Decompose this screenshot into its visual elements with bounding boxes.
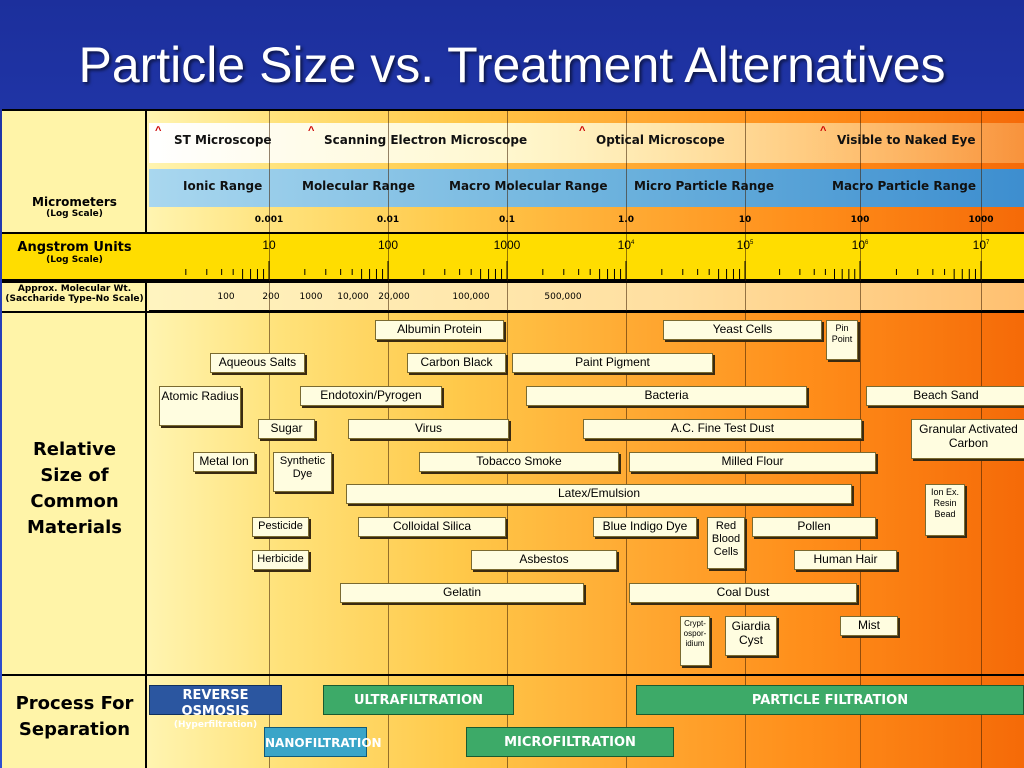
material-pesticide: Pesticide	[252, 517, 309, 537]
mw-tick: 200	[262, 292, 280, 302]
microscope-band	[149, 123, 1024, 163]
angstrom-minor-ticks	[185, 261, 982, 279]
micrometer-tick: 0.01	[376, 215, 400, 225]
material-mist: Mist	[840, 616, 898, 636]
macro-particle-range-label: Macro Particle Range	[832, 179, 976, 193]
mw-tick: 100	[217, 292, 235, 302]
material-human-hair: Human Hair	[794, 550, 897, 570]
material-granular-activated-carbon: Granular Activated Carbon	[911, 419, 1024, 459]
angstrom-tick: 105	[736, 238, 754, 252]
micrometer-tick: 0.001	[254, 215, 284, 225]
macro-molecular-range-label: Macro Molecular Range	[449, 179, 608, 193]
st-microscope-label: ST Microscope	[174, 133, 272, 147]
divider-angstrom	[2, 232, 1024, 234]
page-title: Particle Size vs. Treatment Alternatives	[78, 37, 946, 93]
angstrom-tick: 100	[377, 238, 399, 252]
sem-label: Scanning Electron Microscope	[324, 133, 528, 147]
material-coal-dust: Coal Dust	[629, 583, 857, 603]
micrometer-tick: 1.0	[618, 215, 634, 225]
micrometer-tick: 100	[850, 215, 870, 225]
process-microfiltration: MICROFILTRATION	[466, 727, 674, 757]
angstrom-tick: 104	[617, 238, 635, 252]
molecular-range-label: Molecular Range	[302, 179, 416, 193]
caret-icon-naked: ^	[820, 125, 827, 137]
mw-tick: 1000	[299, 292, 323, 302]
material-pollen: Pollen	[752, 517, 876, 537]
optical-microscope-label: Optical Microscope	[596, 133, 725, 147]
angstrom-tick: 10	[262, 238, 276, 252]
mw-tick: 100,000	[452, 292, 490, 302]
material-bacteria: Bacteria	[526, 386, 807, 406]
caret-icon-sem: ^	[308, 125, 315, 137]
material-latex-emulsion: Latex/Emulsion	[346, 484, 852, 504]
material-carbon-black: Carbon Black	[407, 353, 506, 373]
material-ac-fine-test-dust: A.C. Fine Test Dust	[583, 419, 862, 439]
micrometer-tick: 0.1	[499, 215, 515, 225]
row-label-column	[2, 111, 147, 768]
process-label: Process For Separation	[15, 693, 134, 740]
process-nanofiltration: NANOFILTRATION	[264, 727, 382, 757]
material-blue-indigo-dye: Blue Indigo Dye	[593, 517, 697, 537]
material-beach-sand: Beach Sand	[866, 386, 1024, 406]
caret-icon-optical: ^	[579, 125, 586, 137]
relative-size-label: Relative Size of Common Materials	[27, 439, 122, 538]
micrometer-tick: 10	[738, 215, 752, 225]
material-milled-flour: Milled Flour	[629, 452, 876, 472]
molecular-weight-label: Approx. Molecular Wt. (Saccharide Type-N…	[5, 284, 144, 304]
size-range-band	[149, 169, 1024, 207]
grid-line-10	[745, 111, 746, 768]
angstrom-label: Angstrom Units (Log Scale)	[17, 240, 132, 265]
mw-tick: 10,000	[337, 292, 369, 302]
micrometers-label: Micrometers (Log Scale)	[32, 195, 117, 219]
grid-line-0-001	[269, 111, 270, 768]
grid-line-1	[626, 111, 627, 768]
caret-icon-st: ^	[155, 125, 162, 137]
material-albumin-protein: Albumin Protein	[375, 320, 504, 340]
mw-tick: 500,000	[544, 292, 582, 302]
size-gradient-area	[149, 111, 1024, 768]
material-pin-point: Pin Point	[826, 320, 858, 360]
material-sugar: Sugar	[258, 419, 315, 439]
material-gelatin: Gelatin	[340, 583, 584, 603]
micro-particle-range-label: Micro Particle Range	[634, 179, 774, 193]
mw-tick: 20,000	[378, 292, 410, 302]
grid-line-0-1	[507, 111, 508, 768]
angstrom-tick: 1000	[493, 238, 521, 252]
angstrom-tick: 106	[851, 238, 869, 252]
divider-materials	[2, 311, 1024, 313]
particle-size-chart: Micrometers (Log Scale) Angstrom Units (…	[2, 109, 1024, 768]
material-virus: Virus	[348, 419, 509, 439]
molecular-weight-band	[149, 281, 1024, 311]
micrometer-tick: 1000	[968, 215, 994, 225]
material-yeast-cells: Yeast Cells	[663, 320, 822, 340]
divider-mw	[2, 281, 1024, 283]
material-paint-pigment: Paint Pigment	[512, 353, 713, 373]
process-ultrafiltration: ULTRAFILTRATION	[323, 685, 514, 715]
material-red-blood-cells: Red Blood Cells	[707, 517, 745, 569]
material-tobacco-smoke: Tobacco Smoke	[419, 452, 619, 472]
grid-line-0-01	[388, 111, 389, 768]
material-colloidal-silica: Colloidal Silica	[358, 517, 506, 537]
angstrom-tick: 107	[972, 238, 990, 252]
process-reverse-osmosis: REVERSE OSMOSIS (Hyperfiltration)	[149, 685, 282, 730]
material-ion-ex-resin-bead: Ion Ex. Resin Bead	[925, 484, 965, 536]
divider-process	[2, 674, 1024, 676]
naked-eye-label: Visible to Naked Eye	[837, 133, 976, 147]
ionic-range-label: Ionic Range	[183, 179, 263, 193]
grid-line-100	[860, 111, 861, 768]
material-herbicide: Herbicide	[252, 550, 309, 570]
material-cryptosporidium: Crypt- ospor- idium	[680, 616, 710, 666]
process-particle-filtration: PARTICLE FILTRATION	[636, 685, 1024, 715]
material-atomic-radius: Atomic Radius	[159, 386, 241, 426]
material-aqueous-salts: Aqueous Salts	[210, 353, 305, 373]
material-endotoxin-pyrogen: Endotoxin/Pyrogen	[300, 386, 442, 406]
material-metal-ion: Metal Ion	[193, 452, 255, 472]
material-asbestos: Asbestos	[471, 550, 617, 570]
material-giardia-cyst: Giardia Cyst	[725, 616, 777, 656]
material-synthetic-dye: Synthetic Dye	[273, 452, 332, 492]
